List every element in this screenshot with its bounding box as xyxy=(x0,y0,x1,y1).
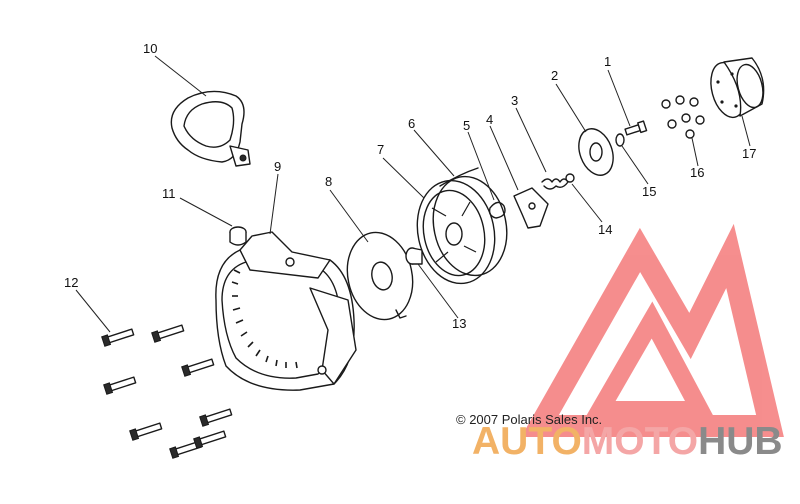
part-clip xyxy=(488,201,506,219)
callout-17: 17 xyxy=(742,146,756,161)
callout-15: 15 xyxy=(642,184,656,199)
part-coil-spring xyxy=(541,173,575,190)
callout-8: 8 xyxy=(325,174,332,189)
part-bushing xyxy=(405,247,423,265)
part-screw xyxy=(624,120,648,136)
callout-4: 4 xyxy=(486,112,493,127)
copyright-notice: © 2007 Polaris Sales Inc. xyxy=(456,412,603,427)
watermark-wordmark: AUTOMOTOHUB xyxy=(472,420,783,464)
callout-10: 10 xyxy=(143,41,157,56)
callout-2: 2 xyxy=(551,68,558,83)
part-pawl xyxy=(513,187,549,229)
watermark-moto: MOTO xyxy=(581,420,699,463)
callout-11: 11 xyxy=(162,186,176,201)
part-handle xyxy=(170,90,251,167)
callout-9: 9 xyxy=(274,159,281,174)
watermark-auto: AUTO xyxy=(472,420,582,463)
watermark-logo xyxy=(521,223,784,437)
callout-14: 14 xyxy=(598,222,612,237)
callout-6: 6 xyxy=(408,116,415,131)
part-nuts xyxy=(661,95,705,139)
callout-12: 12 xyxy=(64,275,78,290)
callout-3: 3 xyxy=(511,93,518,108)
callout-5: 5 xyxy=(463,118,470,133)
part-washer xyxy=(615,133,625,147)
part-plate xyxy=(578,128,614,176)
watermark-hub: HUB xyxy=(698,420,783,463)
part-rope xyxy=(439,167,479,187)
callout-1: 1 xyxy=(604,54,611,69)
part-spring-disc xyxy=(346,231,414,321)
leader-lines xyxy=(75,55,751,333)
part-bolts xyxy=(101,324,233,459)
part-cup xyxy=(710,57,765,119)
callout-labels: 1 2 3 4 5 6 7 8 9 10 11 12 13 14 15 16 1… xyxy=(64,41,756,331)
callout-16: 16 xyxy=(690,165,704,180)
part-plug xyxy=(229,226,247,246)
callout-7: 7 xyxy=(377,142,384,157)
callout-13: 13 xyxy=(452,316,466,331)
part-pulley xyxy=(416,175,508,285)
part-housing xyxy=(215,231,357,391)
